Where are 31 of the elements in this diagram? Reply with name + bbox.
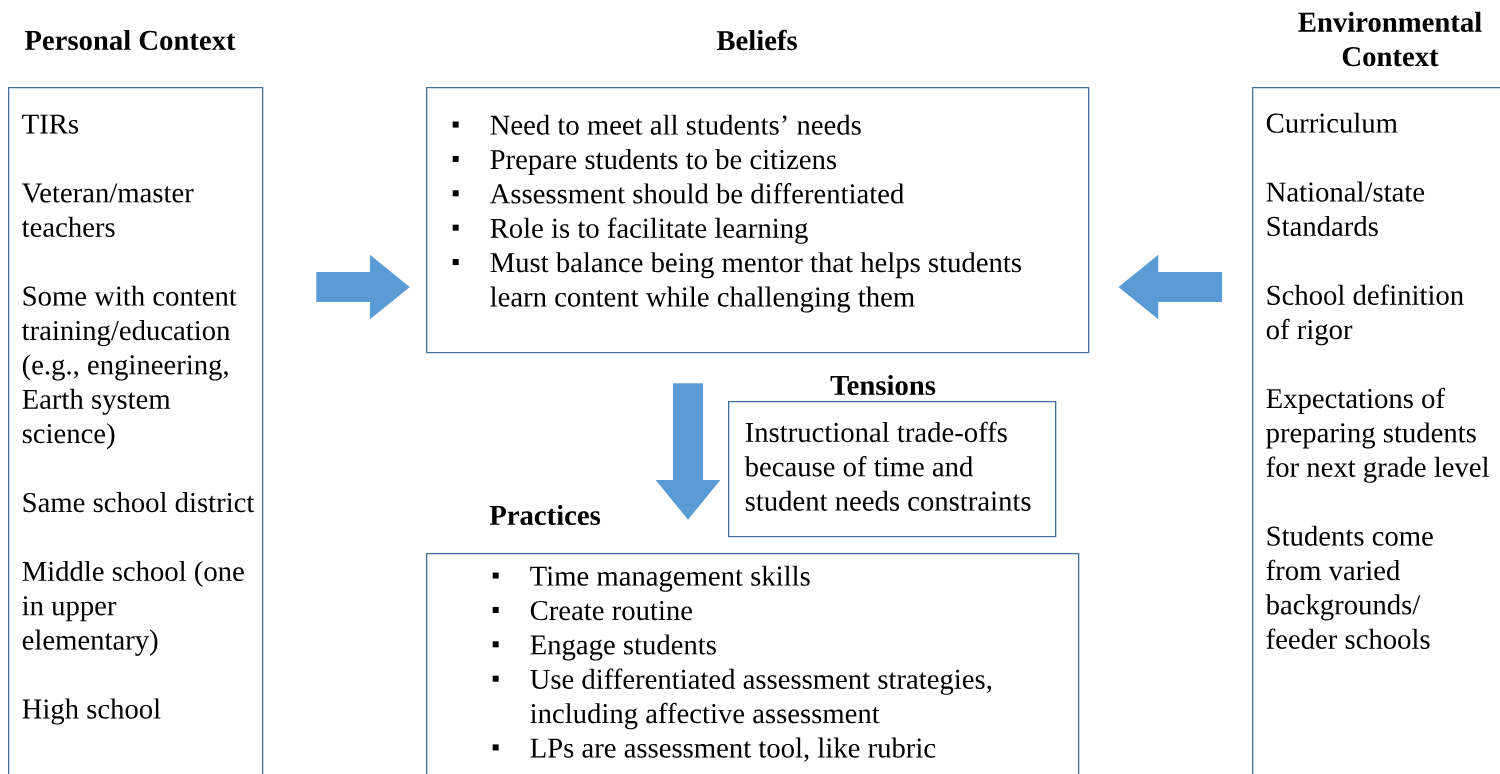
text-box: Instructional trade-offs because of time and student needs constraints [728, 401, 1057, 538]
node-label: Middle school (one in upper elementary) [22, 560, 244, 656]
node-label: Expectations of preparing students for next grade level [1266, 387, 1489, 483]
node-label: LPs are assessment tool, like rubric [530, 737, 936, 762]
text-box: Need to meet all students’ needs Prepare students to be citizens Assessment should be differentiated Role is to facilitate learning Must balance being mentor that helps students learn content while challenging them [426, 87, 1090, 354]
text-box: Time management skills Create routine Engage students Use differentiated assessment strategies, including affective assessment LPs are assessment tool, like rubric [426, 553, 1080, 774]
node-label: School definition of rigor [1266, 284, 1464, 346]
node-label: Veteran/master teachers [21, 183, 194, 237]
node-label: Same school district [23, 492, 255, 513]
node-label: Time management skills [530, 565, 810, 592]
node-label: Engage students [530, 634, 716, 661]
node-label: Use differentiated assessment strategies, including affective assessment [530, 668, 992, 730]
node-label: National/state Standards [1266, 181, 1425, 237]
node-label: High school [22, 698, 161, 725]
node-label: Curriculum [1266, 112, 1398, 133]
node-label: Need to meet all students’ needs [490, 114, 861, 135]
node-label: Role is to facilitate learning [490, 217, 808, 244]
node-label: Assessment should be differentiated [489, 183, 904, 204]
node-label: Must balance being mentor that helps students learn content while challenging them [490, 252, 1021, 313]
heading: Practices [489, 504, 601, 526]
node-label: Students come from varied backgrounds/ feeder schools [1265, 525, 1433, 649]
text-box: TIRs Veteran/master teachers Some with content training/education (e.g., engineering, Earth system science) Same school district Middle school (one in upper elementary) High school [8, 87, 264, 774]
heading: Tensions [830, 374, 936, 396]
heading: Personal Context [24, 29, 236, 51]
heading: Environmental Context [1298, 11, 1482, 67]
node-label: TIRs [22, 114, 78, 134]
node-label: Prepare students to be citizens [490, 149, 837, 176]
node-label: Create routine [530, 600, 692, 621]
node-label: Some with content training/education (e.g., engineering, Earth system science) [21, 285, 237, 450]
text-box: Curriculum National/state Standards School definition of rigor Expectations of preparing students for next grade level Students come from varied backgrounds/ feeder schools [1252, 87, 1500, 774]
heading: Beliefs [716, 29, 797, 51]
